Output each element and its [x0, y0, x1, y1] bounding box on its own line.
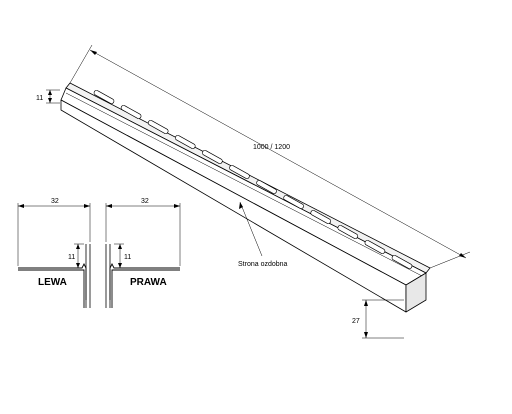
- right-width-label: 32: [141, 198, 149, 205]
- decorative-side-leader: [239, 201, 263, 257]
- decorative-side-label: Strona ozdobna: [238, 261, 288, 268]
- slot: [147, 120, 169, 134]
- slot: [229, 165, 250, 179]
- length-dimension: [69, 44, 471, 269]
- left-section-title: LEWA: [38, 277, 67, 288]
- slot: [175, 135, 196, 149]
- slot: [202, 150, 223, 164]
- slot-group: [93, 90, 413, 269]
- profile-end-cap: [405, 272, 427, 313]
- slot: [283, 195, 304, 209]
- lip-height-dimension: [46, 89, 60, 104]
- right-section-title: PRAWA: [130, 277, 167, 288]
- slot: [337, 225, 359, 239]
- slot: [391, 255, 413, 269]
- left-section: [17, 203, 91, 308]
- profile-top-face: [60, 87, 427, 286]
- height-dimension: [362, 299, 404, 339]
- slot: [256, 180, 277, 194]
- right-section: [105, 203, 181, 308]
- length-label: 1000 / 1200: [253, 144, 290, 151]
- slot: [310, 210, 331, 224]
- left-lip-label: 11: [68, 254, 75, 261]
- slot: [364, 240, 386, 254]
- height-label: 27: [352, 318, 360, 325]
- left-width-label: 32: [51, 198, 59, 205]
- lip-height-label: 11: [36, 95, 43, 102]
- right-lip-label: 11: [124, 254, 131, 261]
- profile-isometric: [60, 82, 431, 313]
- slot: [120, 105, 142, 119]
- slot: [93, 90, 115, 104]
